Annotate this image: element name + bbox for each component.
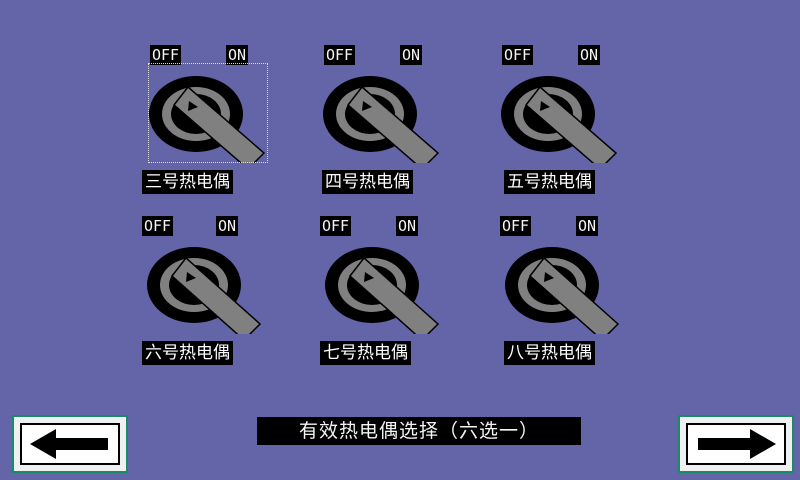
rotary-switch-knob[interactable] <box>500 234 620 334</box>
thermocouple-4-label: 四号热电偶 <box>322 170 413 194</box>
thermocouple-8-selector[interactable]: OFF ON 八号热电偶 <box>500 216 620 366</box>
thermocouple-8-label: 八号热电偶 <box>504 341 595 365</box>
arrow-right-icon <box>698 429 776 459</box>
page-title: 有效热电偶选择（六选一） <box>257 417 581 445</box>
thermocouple-7-selector[interactable]: OFF ON 七号热电偶 <box>320 216 440 366</box>
on-label: ON <box>576 216 599 236</box>
on-label: ON <box>216 216 239 236</box>
rotary-switch-knob[interactable] <box>320 234 440 334</box>
thermocouple-6-label: 六号热电偶 <box>142 341 233 365</box>
thermocouple-3-selector[interactable]: OFF ON 三号热电偶 <box>142 45 268 195</box>
next-page-button-face[interactable] <box>686 423 786 465</box>
off-label: OFF <box>150 45 182 65</box>
thermocouple-3-label: 三号热电偶 <box>142 170 233 194</box>
on-label: ON <box>396 216 419 236</box>
on-label: ON <box>578 45 601 65</box>
off-label: OFF <box>502 45 534 65</box>
off-label: OFF <box>142 216 174 236</box>
previous-page-button[interactable] <box>12 415 128 473</box>
thermocouple-6-selector[interactable]: OFF ON 六号热电偶 <box>142 216 262 366</box>
on-label: ON <box>400 45 423 65</box>
rotary-switch-knob[interactable] <box>148 63 268 163</box>
on-label: ON <box>226 45 249 65</box>
rotary-switch-knob[interactable] <box>142 234 262 334</box>
next-page-button[interactable] <box>678 415 794 473</box>
previous-page-button-face[interactable] <box>20 423 120 465</box>
thermocouple-5-selector[interactable]: OFF ON 五号热电偶 <box>500 45 620 195</box>
rotary-switch-knob[interactable] <box>322 63 442 163</box>
rotary-switch-knob[interactable] <box>500 63 620 163</box>
thermocouple-4-selector[interactable]: OFF ON 四号热电偶 <box>322 45 442 195</box>
off-label: OFF <box>500 216 532 236</box>
off-label: OFF <box>320 216 352 236</box>
thermocouple-7-label: 七号热电偶 <box>320 341 411 365</box>
off-label: OFF <box>324 45 356 65</box>
arrow-left-icon <box>30 429 108 459</box>
thermocouple-5-label: 五号热电偶 <box>504 170 595 194</box>
